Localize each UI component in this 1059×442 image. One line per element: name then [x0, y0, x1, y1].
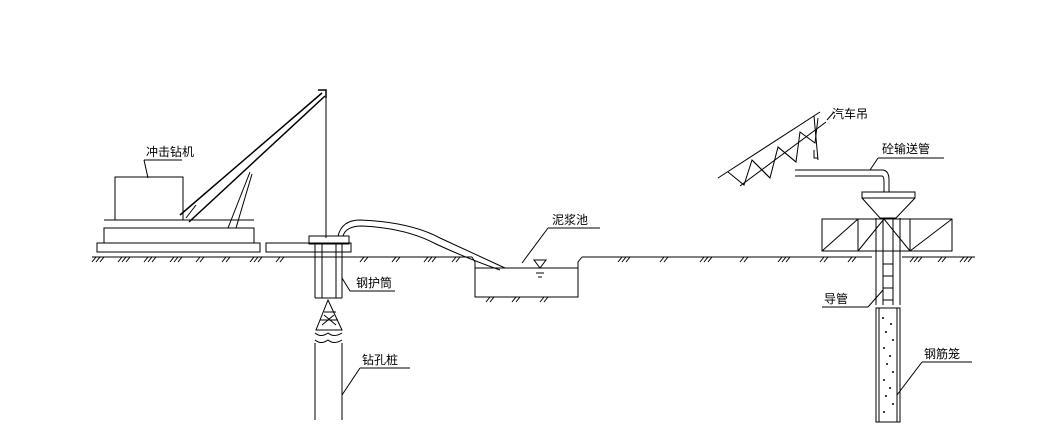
label-bored-pile: 钻孔桩	[362, 352, 398, 367]
label-steel-casing: 钢护筒	[356, 275, 392, 290]
bored-pile	[314, 332, 343, 420]
label-rebar-cage: 钢筋笼	[924, 346, 960, 361]
drill-bit	[315, 298, 343, 331]
label-mud-pit: 泥浆池	[552, 212, 588, 227]
label-guide-pipe: 导管	[824, 291, 848, 306]
impact-drill-rig	[96, 89, 352, 253]
label-impact-drill: 冲击钻机	[146, 144, 194, 159]
rebar-cage	[875, 307, 901, 423]
truck-crane	[717, 111, 827, 187]
steel-casing	[308, 235, 350, 299]
concrete-pipe	[795, 169, 890, 192]
mud-hose	[337, 219, 506, 271]
label-concrete-pipe: 砼输送管	[882, 141, 930, 156]
ground-hatching	[91, 256, 973, 263]
label-truck-crane: 汽车吊	[832, 106, 868, 121]
work-platform	[821, 218, 953, 252]
guide-pipe	[875, 218, 901, 305]
mud-pit	[471, 256, 583, 303]
leader-lines	[143, 111, 972, 396]
hopper	[861, 191, 916, 219]
